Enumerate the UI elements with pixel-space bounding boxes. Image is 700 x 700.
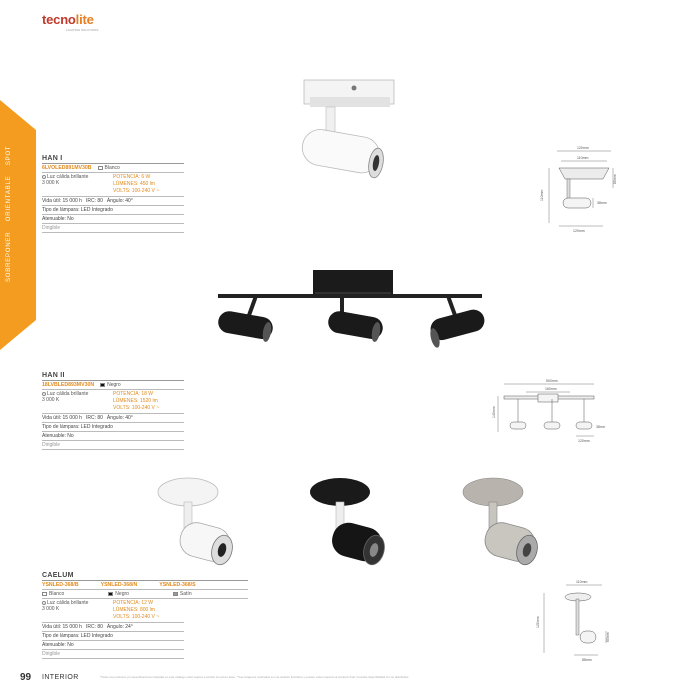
volts: VOLTS: 100-240 V ~: [113, 405, 160, 411]
dimmable: Atenuable: No: [42, 215, 184, 224]
color-name: Satín: [179, 591, 192, 597]
irc: IRC: 80: [85, 624, 103, 630]
light-icon: [42, 391, 46, 396]
color-name: Negro: [107, 382, 121, 388]
product-code: 18LVBLED893MV30N: [42, 382, 95, 388]
color-swatch: [42, 592, 47, 596]
product-code-satin: YSNLED-368/S: [159, 582, 196, 588]
lumens: LÚMENES: 800 lm: [113, 607, 155, 613]
color-temperature: 3 000 K: [42, 180, 60, 186]
angle: Ángulo: 24°: [106, 624, 133, 630]
dirigible: Dirigible: [42, 224, 184, 233]
light-type: Luz cálida brillante: [47, 391, 89, 397]
color-name: Blanco: [104, 165, 120, 171]
dim-height: 110mm: [540, 190, 544, 201]
irc: IRC: 80: [85, 198, 103, 204]
color-swatch: [108, 592, 114, 596]
product-name: HAN II: [42, 372, 184, 381]
light-type: Luz cálida brillante: [47, 600, 89, 606]
side-category-tab: [0, 100, 36, 350]
product-name: CAELUM: [42, 572, 248, 581]
side-label-2: SPOT: [6, 145, 12, 166]
footer-disclaimer: *Todos los productos y/o especificacione…: [100, 675, 410, 679]
dim-base: 120mm: [578, 439, 590, 443]
angle: Ángulo: 40°: [106, 415, 133, 421]
color-temperature: 3 000 K: [42, 606, 60, 612]
caelum-black-image: [310, 478, 385, 566]
dim-depth: 80mm: [613, 174, 617, 184]
light-icon: [42, 600, 46, 605]
side-label-0: SOBREPONER: [6, 231, 12, 282]
lamp-type: Tipo de lámpara: LED Integrado: [42, 632, 184, 641]
product-name: HAN I: [42, 155, 184, 164]
caelum-dimension-drawing: 110mm 120mm 60mm 88mm: [536, 580, 610, 662]
light-type: Luz cálida brillante: [47, 174, 89, 180]
caelum-white-image: [157, 477, 233, 566]
han-1-spec-table: HAN I 6LVOLED891MV30B Blanco Luz cálida …: [42, 155, 184, 233]
dim-base: 88mm: [582, 658, 592, 662]
power: POTENCIA: 18 W: [113, 391, 154, 397]
brand-part2: lite: [75, 12, 94, 27]
dim-depth: 60mm: [606, 632, 610, 642]
angle: Ángulo: 40°: [106, 198, 133, 204]
caelum-spec-table: CAELUM YSNLED-368/B YSNLED-368/N YSNLED-…: [42, 572, 248, 659]
dim-width-inner: 110mm: [577, 156, 588, 160]
dirigible: Dirigible: [42, 650, 184, 659]
page-number: 99: [20, 672, 32, 683]
lumens: LÚMENES: 1520 lm: [113, 398, 158, 404]
product-code-black: YSNLED-368/N: [100, 582, 138, 588]
dim-width: 110mm: [576, 580, 587, 584]
dim-depth-2: 38mm: [597, 201, 607, 205]
dim-depth: 38mm: [596, 425, 605, 429]
dim-height: 140mm: [492, 406, 496, 418]
volts: VOLTS: 100-240 V ~: [113, 188, 160, 194]
lamp-type: Tipo de lámpara: LED Integrado: [42, 423, 184, 432]
color-swatch: [100, 383, 106, 387]
han-2-product-image: [218, 270, 485, 348]
side-category-labels: SOBREPONER ORIENTABLE SPOT: [6, 138, 12, 282]
color-name: Blanco: [49, 591, 65, 597]
power: POTENCIA: 12 W: [113, 600, 154, 606]
dim-width: 120mm: [577, 146, 589, 150]
dimmable: Atenuable: No: [42, 641, 184, 650]
han-1-dimension-drawing: 120mm 110mm 110mm 80mm 38mm 120mm: [540, 146, 617, 233]
color-name: Negro: [115, 591, 129, 597]
power: POTENCIA: 6 W: [113, 174, 151, 180]
dim-height: 120mm: [536, 616, 540, 628]
brand-part1: tecno: [42, 12, 76, 27]
color-swatch: [172, 592, 178, 596]
lamp-type: Tipo de lámpara: LED Integrado: [42, 206, 184, 215]
product-code-white: YSNLED-368/B: [42, 582, 79, 588]
color-temperature: 3 000 K: [42, 397, 60, 403]
brand-logo: tecnolite: [42, 12, 94, 27]
light-icon: [42, 174, 46, 179]
life: Vida útil: 15 000 h: [42, 624, 82, 630]
dim-base: 120mm: [573, 229, 585, 233]
volts: VOLTS: 100-240 V ~: [113, 614, 160, 620]
han-2-spec-table: HAN II 18LVBLED893MV30N Negro Luz cálida…: [42, 372, 184, 450]
brand-tagline: LIGHTING SOLUTIONS: [66, 28, 99, 32]
product-code: 6LVOLED891MV30B: [42, 165, 92, 171]
dim-width-inner: 160mm: [545, 387, 557, 391]
han-2-dimension-drawing: 500mm 160mm 140mm 38mm 120mm: [492, 379, 605, 443]
life: Vida útil: 15 000 h: [42, 198, 82, 204]
dim-width: 500mm: [546, 379, 558, 383]
dimmable: Atenuable: No: [42, 432, 184, 441]
side-label-1: ORIENTABLE: [6, 175, 12, 222]
color-swatch: [97, 166, 103, 170]
dirigible: Dirigible: [42, 441, 184, 450]
life: Vida útil: 15 000 h: [42, 415, 82, 421]
section-label: INTERIOR: [42, 674, 79, 681]
lumens: LÚMENES: 450 lm: [113, 181, 155, 187]
caelum-satin-image: [462, 477, 538, 566]
irc: IRC: 80: [85, 415, 103, 421]
han-1-product-image: [301, 79, 395, 179]
